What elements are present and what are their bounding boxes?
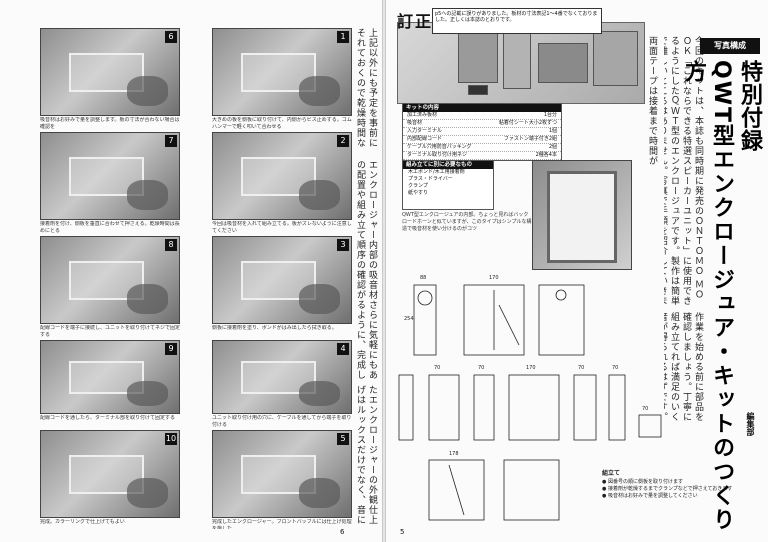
page-number-right: 5 bbox=[400, 528, 405, 536]
panel-9 bbox=[503, 459, 560, 521]
caption-2: 今回は吸音材を入れて組み立てる。板がズレないように注意してください bbox=[212, 221, 352, 234]
interior-photo-caption: QWT型エンクロージュアの内部。ちょっと見ればバックロードホーンと似ていますが、… bbox=[402, 212, 532, 232]
caption-6: 吸音材はお好みで量を調整します。板の寸法が合わない場合は確認を bbox=[40, 117, 180, 130]
assembly-note: ● 接着剤が乾燥するまでクランプなどで押さえておきます bbox=[602, 486, 733, 492]
dimension-label: 70 bbox=[642, 406, 648, 412]
dimension-label: 70 bbox=[612, 365, 618, 371]
tool-item: 木工ボンド/木工用接着剤 bbox=[408, 169, 465, 175]
panel-front-baffle bbox=[413, 284, 437, 356]
assembly-title: 組立て bbox=[602, 470, 621, 477]
dimension-label: 70 bbox=[578, 365, 584, 371]
dimension-label: 254 bbox=[404, 316, 414, 322]
body-text-column-4: たエンクロージャーの外観仕上げはルックスだけでなく、音にも影響するので丁寧に。 bbox=[355, 385, 377, 525]
kit-parts-photo bbox=[397, 22, 645, 104]
tool-item: プラス・ドライバー bbox=[408, 176, 453, 182]
assembly-notes: 組立て ● 図番号の順に側板を取り付けます ● 接着剤が乾燥するまでクランプなど… bbox=[602, 470, 762, 530]
panel-2 bbox=[428, 374, 460, 441]
author-credit: 編集部 bbox=[746, 412, 755, 436]
caption-4: ユニット取り付け用の穴に、ケーブルを通してから端子を取り付ける bbox=[212, 415, 352, 428]
photo-8: 8 bbox=[40, 236, 180, 324]
dimension-label: 70 bbox=[478, 365, 484, 371]
article-title-line-1: 特別付録 bbox=[737, 60, 762, 152]
panel-5 bbox=[573, 374, 597, 441]
dimension-label: 170 bbox=[489, 275, 499, 281]
caption-5: 完成したエンクロージャー。フロントバッフルには仕上げ処理を施した bbox=[212, 519, 352, 529]
photo-9: 9 bbox=[40, 340, 180, 414]
right-page: 訂正 p5への記載に誤りがありました。板材の寸法表記1～4番でなくておりました。… bbox=[384, 0, 768, 542]
caption-7: 接着剤を付け、側板を垂直に合わせて押さえる。乾燥時間は長めにとる bbox=[40, 221, 180, 234]
panel-4 bbox=[508, 374, 560, 441]
photo-10: 10 bbox=[40, 430, 180, 518]
photo-1: 1 bbox=[212, 28, 352, 116]
caption-8: 配線コードを端子に接続し、ユニットを取り付けてネジで固定する bbox=[40, 325, 180, 338]
dimension-label: 70 bbox=[434, 365, 440, 371]
errata-notice: p5への記載に誤りがありました。板材の寸法表記1～4番でなくておりました。正しく… bbox=[432, 8, 602, 34]
panel-8 bbox=[428, 459, 485, 521]
dimension-label: 170 bbox=[526, 365, 536, 371]
panel-drawings: 88 170 254 70 70 70 170 178 70 70 bbox=[394, 265, 694, 533]
tools-title: 組み立てに別に必要なもの bbox=[403, 161, 493, 169]
kit-item: 吸音材粘着付シート大小2枚ずつ bbox=[403, 120, 561, 128]
panel-side-b bbox=[538, 284, 585, 356]
kit-item: 内部配線コードファストン端子付き2組 bbox=[403, 136, 561, 144]
photo-2: 2 bbox=[212, 132, 352, 220]
body-text-column-3: さらに気軽にもあるように、完成した。 bbox=[355, 300, 377, 380]
photo-3: 3 bbox=[212, 236, 352, 324]
photo-4: 4 bbox=[212, 340, 352, 414]
tools-needed-box: 組み立てに別に必要なもの 木工ボンド/木工用接着剤 プラス・ドライバー クランプ… bbox=[402, 160, 494, 210]
photo-6: 6 bbox=[40, 28, 180, 116]
assembly-note: ● 図番号の順に側板を取り付けます bbox=[602, 479, 683, 485]
intro-text: 今回のキットは、本誌も同時期に発売のＯＮＴＯＭＯ ＭＯＯＫ「これならできる特選ス… bbox=[664, 36, 703, 306]
caption-3: 側板に接着剤を塗り、ボンドがはみ出したら拭き取る。 bbox=[212, 325, 337, 331]
enclosure-interior-photo bbox=[532, 160, 632, 270]
tool-item: 紙やすり bbox=[408, 190, 429, 196]
panel-3 bbox=[473, 374, 495, 441]
caption-9: 配線コードを通したら、ターミナル部を取り付けて固定する bbox=[40, 415, 176, 421]
dimension-label: 88 bbox=[420, 275, 426, 281]
panel-7 bbox=[638, 414, 662, 438]
body-text-column-1: 上記以外にも予定を事前にそれておくので乾燥時間などを事前に調べておいてください。 bbox=[355, 28, 377, 148]
caption-1: 大きめの板を側板に取り付けて、内側からビス止めする。ゴムハンマーで軽く叩いて合わ… bbox=[212, 117, 352, 130]
panel-1 bbox=[398, 374, 414, 441]
section-tag: 写真構成 bbox=[700, 38, 760, 54]
errata-title: 訂正 bbox=[397, 12, 434, 31]
panel-6 bbox=[608, 374, 626, 441]
photo-7: 7 bbox=[40, 132, 180, 220]
panel-side-a bbox=[463, 284, 525, 356]
intro-text-2: 作業を始める前に部品を確認しましょう。丁寧に組み立てれば満足のいく音が得られるは… bbox=[664, 312, 703, 422]
dimension-label: 178 bbox=[449, 451, 459, 457]
assembly-note: ● 吸音材はお好みで量を調整してください bbox=[602, 493, 698, 499]
body-text-column-2: エンクロージャー内部の吸音材の配置や組み立て順序の確認が大切です。エンクロージャ… bbox=[355, 160, 377, 300]
caption-10: 完成。カラーリングで仕上げてもよい bbox=[40, 519, 125, 525]
intro-text-3: 両面テープは接着まで時間が bbox=[647, 36, 657, 166]
left-page: 上記以外にも予定を事前にそれておくので乾燥時間などを事前に調べておいてください。… bbox=[0, 0, 384, 542]
kit-contents-title: キットの内容 bbox=[403, 104, 561, 112]
page-number-left: 6 bbox=[340, 528, 345, 536]
photo-5: 5 bbox=[212, 430, 352, 518]
tool-item: クランプ bbox=[408, 183, 428, 189]
article-title-line-2: QWT型エンクロージュア・キットのつくり方 bbox=[681, 60, 734, 532]
spine-gutter bbox=[382, 0, 386, 542]
